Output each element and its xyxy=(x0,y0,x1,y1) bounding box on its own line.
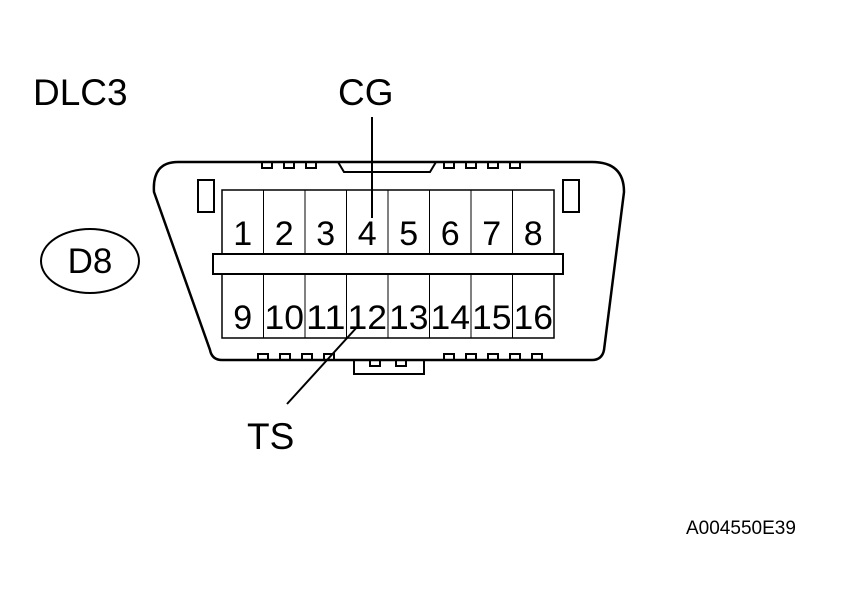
connector-name: DLC3 xyxy=(33,72,128,113)
left-latch xyxy=(197,179,215,213)
pin-14-number: 14 xyxy=(431,299,471,337)
connector-housing xyxy=(152,160,626,362)
pin-13-number: 13 xyxy=(389,299,429,337)
pin-15-number: 15 xyxy=(472,299,512,337)
pin-3-number: 3 xyxy=(316,215,335,253)
top-notches xyxy=(261,161,521,173)
pin-5-number: 5 xyxy=(399,215,418,253)
pin-9-number: 9 xyxy=(233,299,252,337)
bottom-pin-dividers xyxy=(263,274,513,338)
pin-4-number: 4 xyxy=(358,215,377,253)
connector-code: D8 xyxy=(67,242,113,281)
right-latch xyxy=(562,179,580,213)
pin-1-number: 1 xyxy=(233,215,252,253)
pin-7-number: 7 xyxy=(482,215,501,253)
figure-id: A004550E39 xyxy=(686,518,796,539)
connector-code-badge: D8 xyxy=(40,228,140,294)
top-pin-dividers xyxy=(263,190,513,254)
pin-10-number: 10 xyxy=(265,299,305,337)
separator-bar xyxy=(212,253,564,275)
ts-leader-line xyxy=(286,325,359,405)
pin-2-number: 2 xyxy=(275,215,294,253)
pin-11-number: 11 xyxy=(306,299,346,337)
pin-8-number: 8 xyxy=(524,215,543,253)
pin-6-number: 6 xyxy=(441,215,460,253)
bottom-notches xyxy=(257,353,543,375)
ts-terminal-label: TS xyxy=(247,416,295,457)
pin-16-number: 16 xyxy=(514,299,554,337)
cg-terminal-label: CG xyxy=(338,72,394,113)
